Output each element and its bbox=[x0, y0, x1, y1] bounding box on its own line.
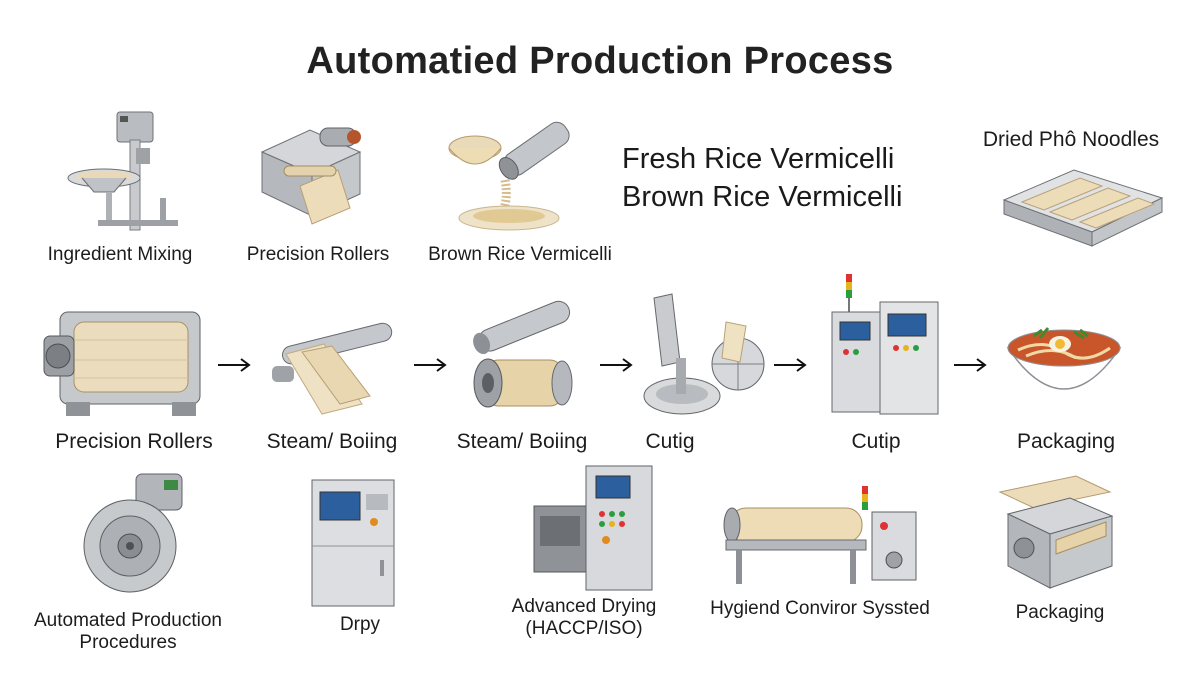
control-panel-icon bbox=[530, 462, 665, 597]
arrow-right-icon bbox=[954, 358, 987, 372]
roller-pair-icon bbox=[462, 296, 582, 421]
arrow-right-icon bbox=[414, 358, 447, 372]
packaging-machine-icon bbox=[990, 470, 1120, 595]
step-label: Steam/ Boiing bbox=[456, 430, 588, 453]
roller-machine-icon bbox=[250, 112, 380, 232]
arrow-right-icon bbox=[218, 358, 251, 372]
turbine-icon bbox=[74, 470, 204, 600]
step-label: Advanced Drying (HACCP/ISO) bbox=[511, 596, 657, 639]
product-list: Fresh Rice Vermicelli Brown Rice Vermice… bbox=[622, 140, 902, 216]
step-label: Cutip bbox=[851, 430, 901, 453]
step-label: Drpy bbox=[339, 614, 381, 635]
conveyor-icon bbox=[722, 484, 922, 589]
cutter-icon bbox=[638, 292, 768, 422]
step-label: Precision Rollers bbox=[246, 244, 390, 265]
noodle-bowl-icon bbox=[1004, 318, 1124, 413]
step-label: Hygiend Conviror Syssted bbox=[710, 598, 930, 619]
dryer-cabinet-icon bbox=[310, 476, 400, 611]
step-label: Ingredient Mixing bbox=[47, 244, 193, 265]
sheet-roller-icon bbox=[262, 318, 402, 418]
step-label: Packaging bbox=[1015, 602, 1105, 623]
step-label: Precision Rollers bbox=[55, 430, 213, 453]
product-line-1: Fresh Rice Vermicelli bbox=[622, 143, 895, 175]
step-label: Brown Rice Vermicelli bbox=[428, 244, 612, 265]
extruder-icon bbox=[445, 110, 575, 235]
step-label: Packaging bbox=[1016, 430, 1116, 453]
mixer-icon bbox=[62, 108, 192, 238]
product-line-2: Brown Rice Vermicelli bbox=[622, 181, 903, 213]
drying-tray-icon bbox=[998, 160, 1168, 260]
arrow-right-icon bbox=[600, 358, 633, 372]
step-label: Dried Phô Noodles bbox=[982, 128, 1160, 151]
drum-roller-icon bbox=[40, 302, 210, 422]
step-label: Steam/ Boiing bbox=[266, 430, 398, 453]
arrow-right-icon bbox=[774, 358, 807, 372]
step-label: Cutig bbox=[645, 430, 695, 453]
page-title: Automatied Production Process bbox=[306, 40, 894, 82]
step-label: Automated Production Procedures bbox=[33, 610, 222, 653]
control-cabinet-icon bbox=[826, 272, 946, 427]
